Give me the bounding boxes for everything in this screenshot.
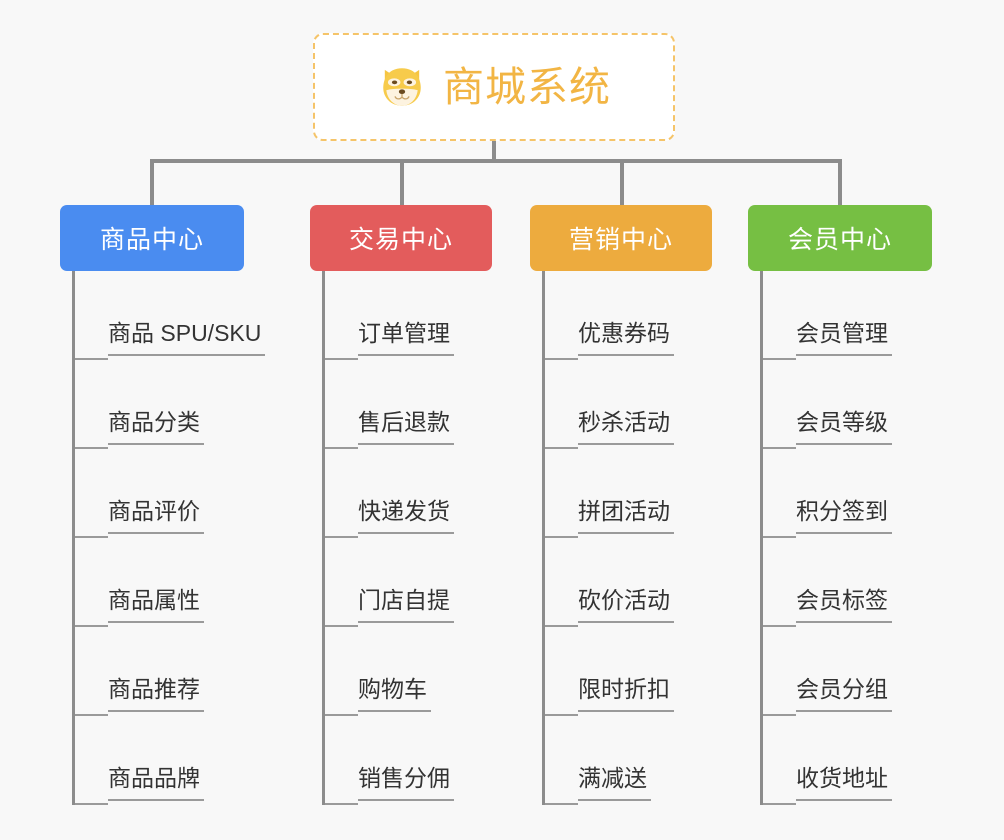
- category-label-3: 营销中心: [568, 226, 673, 254]
- leaf-label: 订单管理: [358, 319, 454, 356]
- list-item[interactable]: 门店自提: [325, 538, 530, 627]
- leaf-list-1: 商品 SPU/SKU 商品分类 商品评价 商品属性 商品推荐 商品品牌: [72, 271, 300, 805]
- category-label-4: 会员中心: [787, 226, 892, 254]
- leaf-label: 快递发货: [358, 497, 454, 534]
- category-label-1: 商品中心: [99, 226, 204, 254]
- list-item[interactable]: 砍价活动: [545, 538, 745, 627]
- leaf-label: 商品分类: [108, 408, 204, 445]
- leaf-label: 商品品牌: [108, 764, 204, 801]
- leaf-label: 购物车: [358, 675, 431, 712]
- root-node-mall-system[interactable]: 商城系统: [313, 33, 675, 141]
- leaf-label: 销售分佣: [358, 764, 454, 801]
- list-item[interactable]: 拼团活动: [545, 449, 745, 538]
- list-item[interactable]: 收货地址: [763, 716, 963, 805]
- leaf-label: 积分签到: [796, 497, 892, 534]
- category-box-2[interactable]: 交易中心: [310, 205, 492, 271]
- leaf-label: 会员管理: [796, 319, 892, 356]
- connector-root-stem: [492, 141, 496, 162]
- branch-column-1: 商品中心 商品 SPU/SKU 商品分类 商品评价 商品属性 商品推荐 商品品牌: [60, 205, 300, 805]
- list-item[interactable]: 商品分类: [75, 360, 300, 449]
- leaf-list-4: 会员管理 会员等级 积分签到 会员标签 会员分组 收货地址: [760, 271, 963, 805]
- list-item[interactable]: 商品 SPU/SKU: [75, 271, 300, 360]
- list-item[interactable]: 限时折扣: [545, 627, 745, 716]
- leaf-label: 商品评价: [108, 497, 204, 534]
- connector-drop-branch-2: [400, 159, 404, 206]
- leaf-label: 商品推荐: [108, 675, 204, 712]
- list-item[interactable]: 会员管理: [763, 271, 963, 360]
- leaf-label: 满减送: [578, 764, 651, 801]
- leaf-label: 会员分组: [796, 675, 892, 712]
- list-item[interactable]: 商品推荐: [75, 627, 300, 716]
- leaf-list-2: 订单管理 售后退款 快递发货 门店自提 购物车 销售分佣: [322, 271, 530, 805]
- category-box-4[interactable]: 会员中心: [748, 205, 932, 271]
- leaf-label: 会员标签: [796, 586, 892, 623]
- leaf-label: 商品属性: [108, 586, 204, 623]
- list-item[interactable]: 优惠券码: [545, 271, 745, 360]
- leaf-label: 限时折扣: [578, 675, 674, 712]
- branch-column-3: 营销中心 优惠券码 秒杀活动 拼团活动 砍价活动 限时折扣 满减送: [530, 205, 745, 805]
- list-item[interactable]: 快递发货: [325, 449, 530, 538]
- leaf-label: 收货地址: [796, 764, 892, 801]
- list-item[interactable]: 商品属性: [75, 538, 300, 627]
- leaf-list-3: 优惠券码 秒杀活动 拼团活动 砍价活动 限时折扣 满减送: [542, 271, 745, 805]
- leaf-label: 售后退款: [358, 408, 454, 445]
- leaf-label: 商品 SPU/SKU: [108, 319, 266, 356]
- list-item[interactable]: 满减送: [545, 716, 745, 805]
- leaf-label: 砍价活动: [578, 586, 674, 623]
- list-item[interactable]: 购物车: [325, 627, 530, 716]
- category-box-1[interactable]: 商品中心: [60, 205, 244, 271]
- list-item[interactable]: 销售分佣: [325, 716, 530, 805]
- connector-drop-branch-3: [620, 159, 624, 206]
- connector-drop-branch-4: [838, 159, 842, 206]
- branch-column-4: 会员中心 会员管理 会员等级 积分签到 会员标签 会员分组 收货地址: [748, 205, 963, 805]
- leaf-label: 门店自提: [358, 586, 454, 623]
- leaf-label: 优惠券码: [578, 319, 674, 356]
- root-node-title: 商城系统: [443, 63, 611, 110]
- connector-drop-branch-1: [150, 159, 154, 206]
- list-item[interactable]: 商品评价: [75, 449, 300, 538]
- list-item[interactable]: 秒杀活动: [545, 360, 745, 449]
- connector-horizontal-bus: [150, 159, 842, 163]
- leaf-label: 秒杀活动: [578, 408, 674, 445]
- leaf-label: 会员等级: [796, 408, 892, 445]
- list-item[interactable]: 积分签到: [763, 449, 963, 538]
- category-box-3[interactable]: 营销中心: [530, 205, 712, 271]
- list-item[interactable]: 售后退款: [325, 360, 530, 449]
- list-item[interactable]: 订单管理: [325, 271, 530, 360]
- branch-column-2: 交易中心 订单管理 售后退款 快递发货 门店自提 购物车 销售分佣: [310, 205, 530, 805]
- shiba-dog-face-icon: [383, 68, 421, 106]
- list-item[interactable]: 会员分组: [763, 627, 963, 716]
- list-item[interactable]: 会员标签: [763, 538, 963, 627]
- list-item[interactable]: 会员等级: [763, 360, 963, 449]
- leaf-label: 拼团活动: [578, 497, 674, 534]
- category-label-2: 交易中心: [348, 226, 453, 254]
- list-item[interactable]: 商品品牌: [75, 716, 300, 805]
